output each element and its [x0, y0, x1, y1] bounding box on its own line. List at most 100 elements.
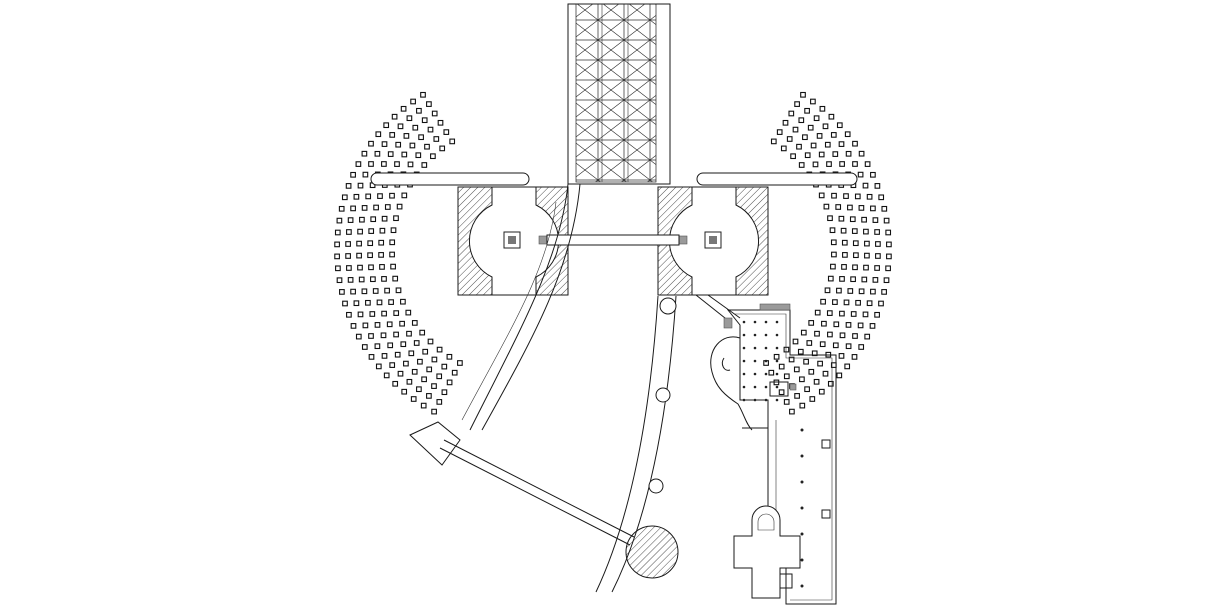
seat: [839, 310, 845, 317]
seat: [426, 366, 433, 373]
seat: [379, 264, 385, 270]
seat: [835, 204, 842, 210]
seat: [383, 372, 390, 379]
seat: [378, 252, 384, 258]
seat: [394, 161, 400, 167]
seat: [870, 288, 876, 295]
seat: [845, 322, 852, 328]
seat: [346, 265, 352, 271]
seat: [400, 298, 406, 305]
seat: [858, 344, 865, 350]
seat: [381, 276, 387, 282]
seat: [881, 289, 887, 295]
column: [753, 398, 757, 402]
cross-shaped-chapel: [733, 505, 801, 599]
seat: [819, 341, 826, 348]
seat: [390, 263, 396, 270]
column: [742, 333, 746, 337]
seat: [375, 363, 382, 370]
seat: [857, 322, 864, 329]
seat: [361, 150, 368, 157]
seat: [820, 298, 826, 305]
seat: [412, 124, 419, 131]
seat: [818, 151, 825, 158]
seat: [370, 216, 377, 223]
seat: [819, 105, 826, 112]
seat: [365, 299, 371, 306]
seat: [810, 98, 816, 105]
seat: [357, 228, 363, 235]
column: [775, 359, 779, 363]
seat: [443, 129, 450, 135]
seat: [433, 136, 440, 142]
seat: [813, 378, 820, 385]
seat: [389, 251, 395, 258]
column: [764, 333, 768, 337]
seat: [394, 351, 401, 358]
seat: [379, 227, 386, 234]
seat: [384, 287, 390, 294]
seat: [831, 251, 837, 258]
seat: [783, 346, 790, 353]
seat: [861, 216, 867, 223]
seat: [341, 194, 348, 201]
seat: [827, 331, 833, 338]
seat: [441, 363, 448, 370]
column: [764, 346, 768, 350]
seat: [339, 289, 345, 295]
seat: [883, 277, 890, 284]
seat: [853, 252, 859, 259]
seat: [436, 399, 443, 405]
seat: [345, 183, 352, 189]
seat: [847, 204, 853, 211]
seat: [361, 344, 368, 350]
seat: [840, 227, 847, 234]
column: [742, 372, 746, 376]
seat: [783, 399, 790, 405]
seat: [864, 333, 871, 340]
seat: [395, 287, 402, 294]
seat: [862, 182, 869, 189]
seat: [839, 332, 846, 339]
seat: [858, 205, 865, 211]
seat: [863, 228, 869, 235]
seat: [381, 161, 387, 167]
seat: [829, 227, 836, 234]
seat: [389, 132, 396, 138]
seat: [421, 162, 428, 168]
seat: [851, 228, 858, 234]
seat: [796, 143, 802, 150]
seat: [446, 379, 453, 386]
seat: [420, 402, 427, 409]
left-courtyard-block: [457, 186, 569, 296]
column: [753, 320, 757, 324]
seat: [406, 115, 413, 122]
seat: [396, 203, 403, 210]
seat: [387, 151, 394, 157]
seat: [832, 151, 839, 157]
seat: [378, 239, 385, 246]
column: [775, 320, 779, 324]
seat: [832, 299, 838, 305]
seat: [768, 369, 775, 376]
column: [800, 506, 804, 510]
seat: [334, 241, 340, 248]
column: [775, 372, 779, 376]
seat: [849, 216, 856, 223]
seat: [839, 161, 845, 167]
seat: [821, 320, 827, 327]
seat: [449, 138, 456, 145]
seat: [808, 320, 815, 326]
seat: [827, 275, 834, 282]
seat: [804, 152, 811, 159]
seat: [390, 227, 397, 234]
seat: [822, 123, 829, 130]
seat: [818, 192, 825, 199]
seat: [380, 332, 387, 339]
column: [764, 372, 768, 376]
column: [742, 346, 746, 350]
seat: [403, 133, 410, 139]
seat: [437, 119, 444, 126]
seat: [885, 229, 892, 236]
seat: [869, 323, 876, 329]
